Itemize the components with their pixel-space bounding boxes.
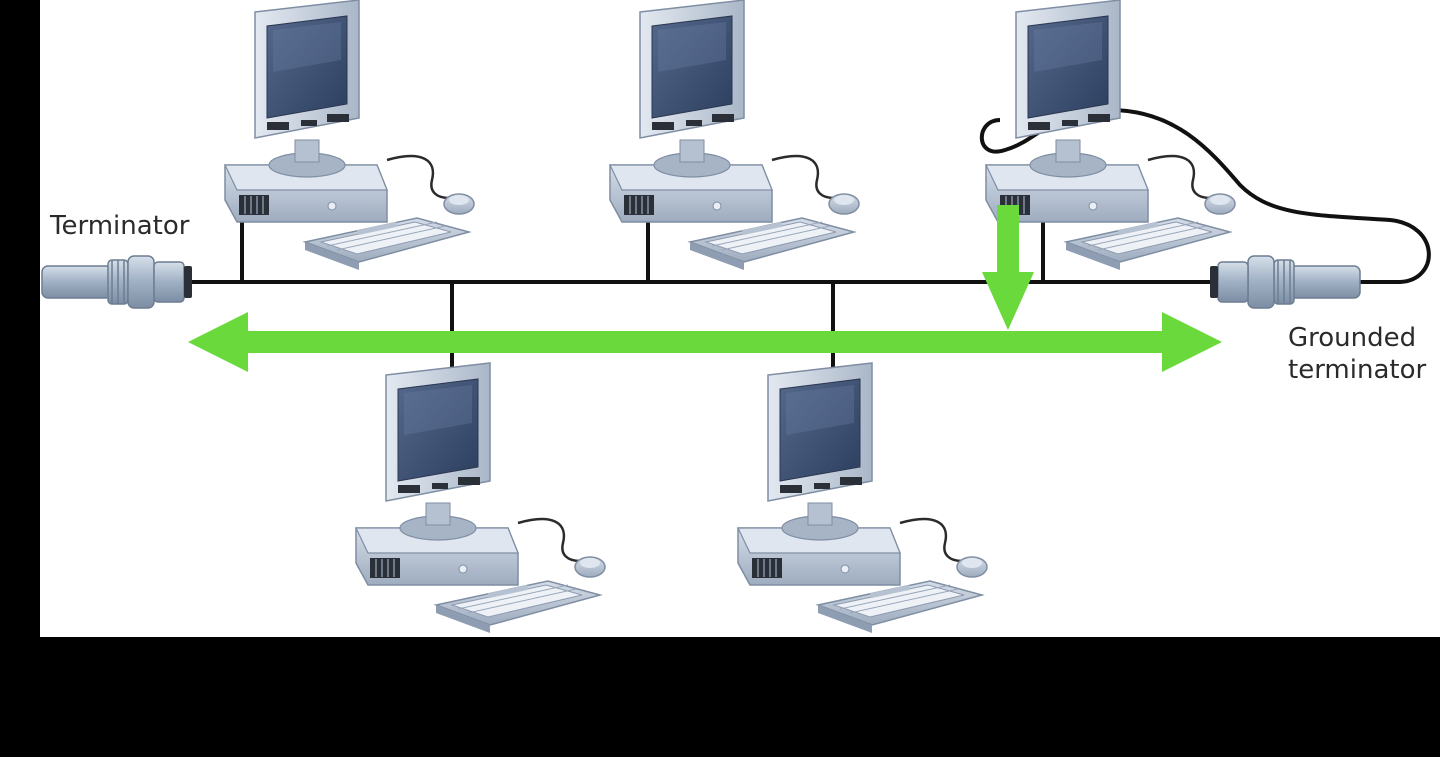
drop-lines-bottom [450, 282, 835, 375]
signal-propagation-arrow [188, 312, 1222, 372]
grounded-label-line2: terminator [1288, 355, 1427, 385]
ground-cable [979, 107, 1431, 284]
terminator-label: Terminator [50, 211, 190, 241]
transmit-arrow [982, 205, 1034, 330]
grounded-terminator-label: Grounded terminator [1288, 322, 1426, 386]
grounded-label-line1: Grounded [1288, 323, 1417, 353]
